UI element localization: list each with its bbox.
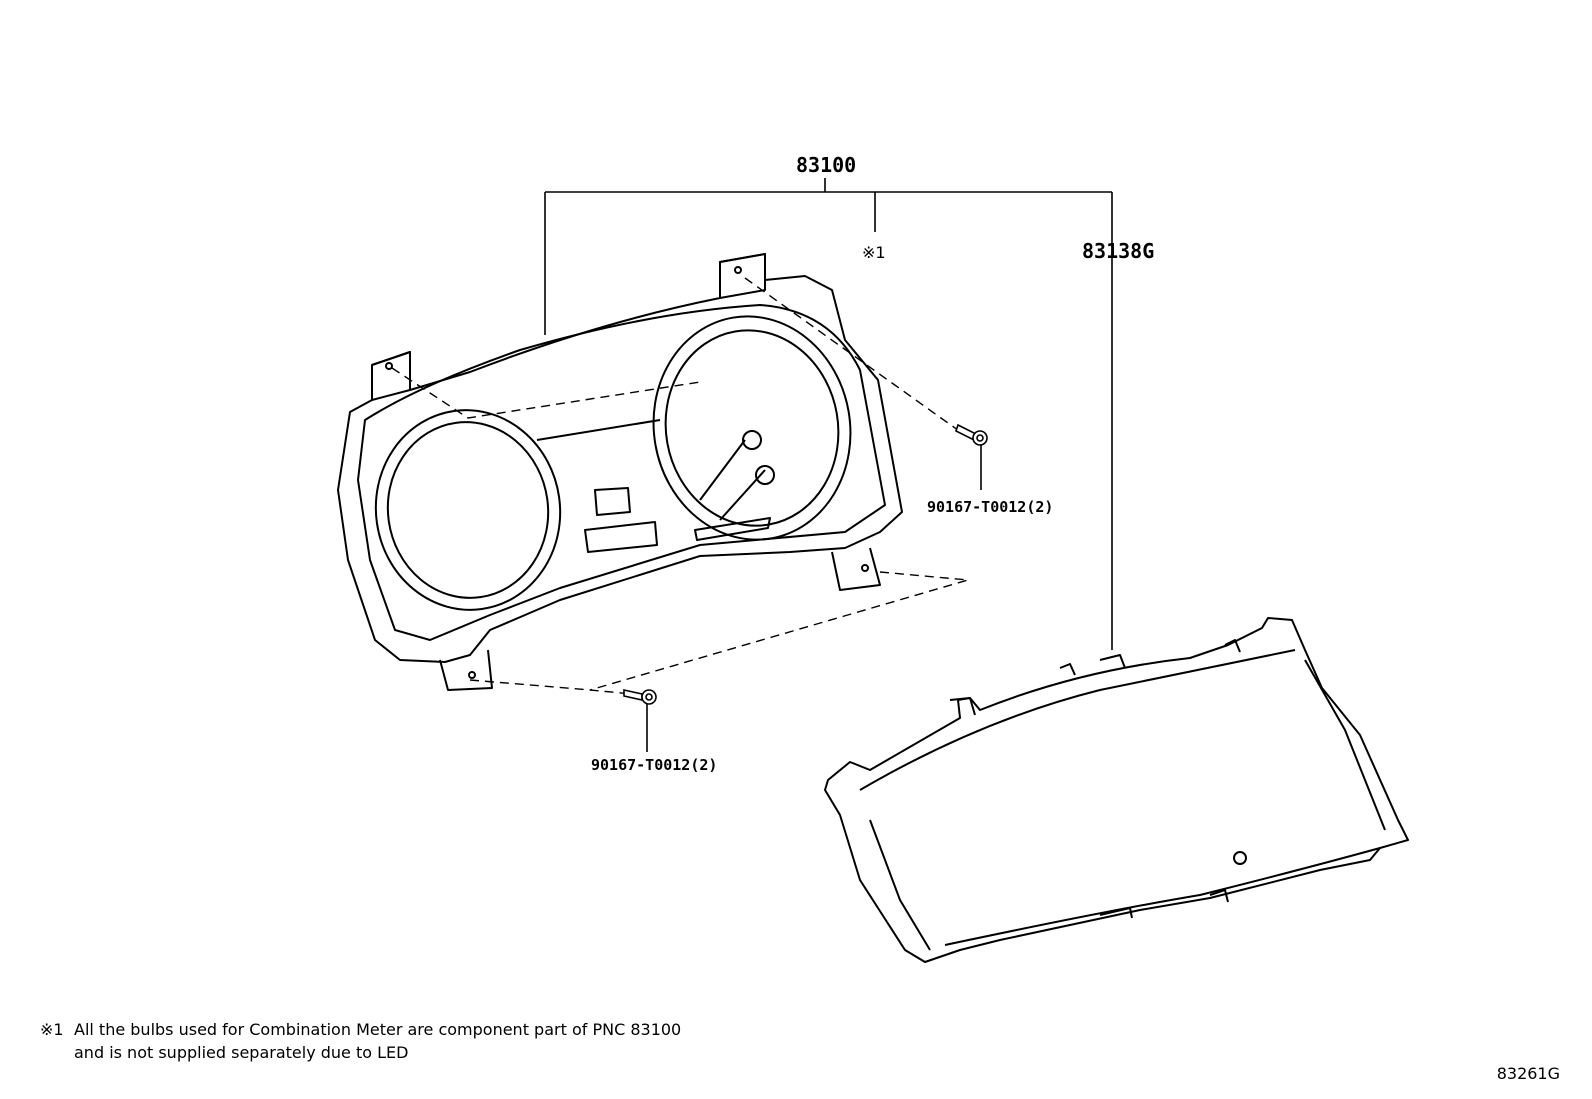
leader-lines	[544, 178, 1113, 752]
screw-lower-icon	[623, 689, 657, 705]
footnote-line-2: and is not supplied separately due to LE…	[74, 1043, 409, 1062]
label-83138g: 83138G	[1082, 239, 1154, 263]
label-note-ref: ※1	[862, 243, 886, 262]
assembly-dashed-lines	[391, 277, 969, 695]
footnote-mark: ※1	[40, 1020, 64, 1039]
figure-id: 83261G	[1496, 1064, 1560, 1083]
label-83100: 83100	[796, 153, 856, 177]
screw-upper-icon	[955, 423, 988, 446]
meter-glass	[824, 617, 1409, 963]
label-screw-upper: 90167-T0012(2)	[927, 498, 1053, 516]
footnote-line-1: All the bulbs used for Combination Meter…	[74, 1020, 682, 1039]
footnote: ※1 All the bulbs used for Combination Met…	[40, 1018, 681, 1064]
combination-meter	[337, 253, 903, 691]
label-screw-lower: 90167-T0012(2)	[591, 756, 717, 774]
